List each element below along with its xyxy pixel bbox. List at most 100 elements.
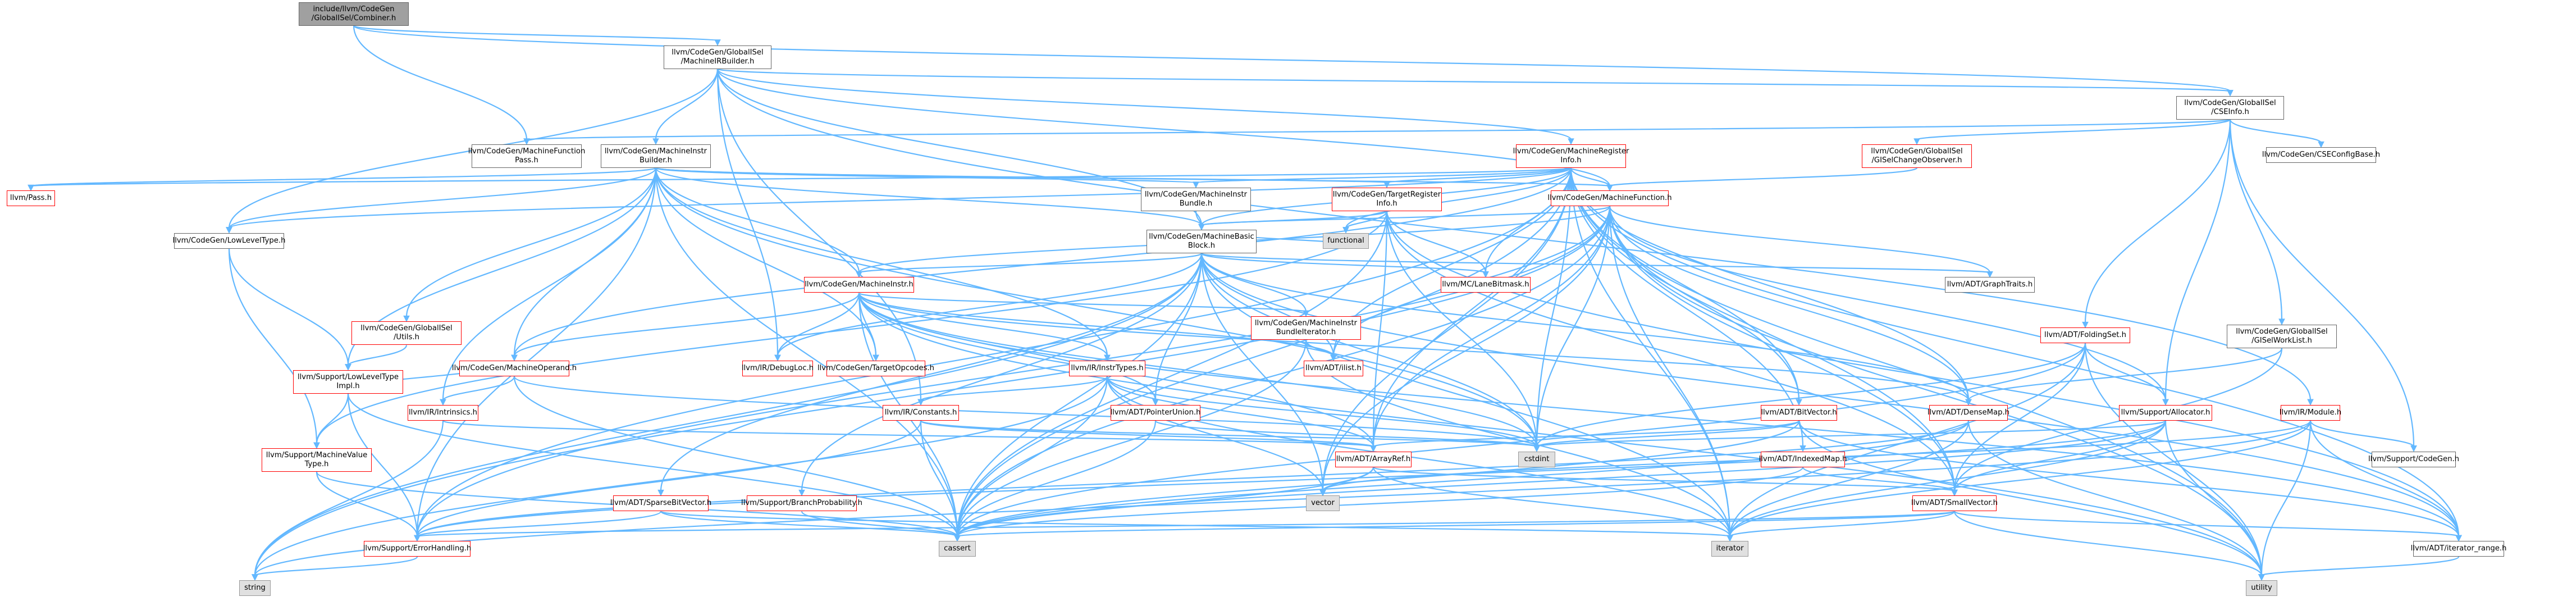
node-bit-vector-h[interactable]: llvm/ADT/BitVector.h <box>1761 404 1837 421</box>
edge-mo-to-cassert <box>513 376 958 537</box>
node-low-level-type-impl-h[interactable]: llvm/Support/LowLevelType Impl.h <box>293 370 403 394</box>
node-sparse-bit-vector-h[interactable]: llvm/ADT/SparseBitVector.h <box>610 495 711 512</box>
edge-tri-to-functional <box>1345 211 1388 229</box>
node-cstdint[interactable]: cstdint <box>1518 451 1555 467</box>
node-array-ref-h[interactable]: llvm/ADT/ArrayRef.h <box>1335 451 1412 467</box>
node-utility[interactable]: utility <box>2246 580 2277 596</box>
edge-allocator-to-cstdint <box>1536 420 2167 448</box>
node-dense-map-h[interactable]: llvm/ADT/DenseMap.h <box>1928 404 2009 421</box>
node-lane-bitmask-h[interactable]: llvm/MC/LaneBitmask.h <box>1441 277 1531 293</box>
edge-csei-to-gco <box>1916 119 2231 140</box>
node-indexed-map-h[interactable]: llvm/ADT/IndexedMap.h <box>1759 451 1847 467</box>
node-machine-function-h[interactable]: llvm/CodeGen/MachineFunction.h <box>1547 190 1672 207</box>
edge-densemap-to-errhandling <box>416 420 1970 537</box>
node-machine-instr-h[interactable]: llvm/CodeGen/MachineInstr.h <box>804 277 914 293</box>
edge-mf-to-cassert <box>956 206 1611 537</box>
edge-mri-to-tri <box>1386 167 1572 184</box>
node-folding-set-h[interactable]: llvm/ADT/FoldingSet.h <box>2040 327 2130 344</box>
edge-arrowhead <box>440 399 446 406</box>
edge-arrowhead <box>2455 535 2462 542</box>
node-branch-probability-h[interactable]: llvm/Support/BranchProbability.h <box>741 495 862 512</box>
edge-mri-to-errhandling <box>416 167 1572 537</box>
node-support-codegen-h[interactable]: llvm/Support/CodeGen.h <box>2368 451 2459 467</box>
node-instr-types-h[interactable]: llvm/IR/InstrTypes.h <box>1069 361 1145 377</box>
node-pointer-union-h[interactable]: llvm/ADT/PointerUnion.h <box>1110 404 1201 421</box>
node-vector[interactable]: vector <box>1306 495 1340 512</box>
edge-densemap-to-iterator <box>1729 420 1970 537</box>
edge-arrowhead <box>1319 489 1326 497</box>
node-machine-ir-builder-h[interactable]: llvm/CodeGen/GlobalISel /MachineIRBuilde… <box>664 45 771 69</box>
edge-irmodule-to-utility <box>2260 420 2312 576</box>
node-machine-instr-builder-h[interactable]: llvm/CodeGen/MachineInstr Builder.h <box>601 144 711 168</box>
edge-mbb-to-graphtraits <box>1200 253 1991 274</box>
edge-mbb-to-string <box>254 253 1203 576</box>
edge-arrowhead <box>774 354 781 362</box>
edge-branchprob-to-cassert <box>801 511 958 538</box>
node-cse-config-base-h[interactable]: llvm/CodeGen/CSEConfigBase.h <box>2262 147 2380 163</box>
edge-arrowhead <box>1533 445 1540 452</box>
edge-arrowhead <box>2307 399 2314 406</box>
edge-bitvector-to-utility <box>1798 420 2263 576</box>
node-allocator-h[interactable]: llvm/Support/Allocator.h <box>2119 404 2212 421</box>
edge-allocator-to-iterator <box>1729 420 2167 537</box>
node-cse-info-h[interactable]: llvm/CodeGen/GlobalISel /CSEInfo.h <box>2176 95 2284 120</box>
edge-sparsebv-to-cassert <box>660 511 958 538</box>
node-machine-basic-block-h[interactable]: llvm/CodeGen/MachineBasic Block.h <box>1147 230 1257 254</box>
node-gisel-work-list-h[interactable]: llvm/CodeGen/GlobalISel /GISelWorkList.h <box>2227 324 2337 348</box>
node-iterator-range-h[interactable]: llvm/ADT/iterator_range.h <box>2411 541 2506 557</box>
node-cassert[interactable]: cassert <box>939 541 976 557</box>
edge-arrowhead <box>1303 310 1309 317</box>
edge-mf-to-cstdint <box>1536 206 1611 447</box>
node-globalisel-utils-h[interactable]: llvm/CodeGen/GlobalISel /Utils.h <box>351 321 462 345</box>
node-functional[interactable]: functional <box>1323 233 1369 249</box>
node-constants-h[interactable]: llvm/IR/Constants.h <box>883 404 959 421</box>
edge-mib-to-cassert <box>655 167 958 537</box>
node-ir-module-h[interactable]: llvm/IR/Module.h <box>2280 404 2341 421</box>
edge-mbb-to-branchprob <box>801 253 1203 491</box>
node-machine-value-type-h[interactable]: llvm/Support/MachineValue Type.h <box>262 448 372 472</box>
node-machine-function-pass-h[interactable]: llvm/CodeGen/MachineFunction Pass.h <box>468 144 585 168</box>
edge-mirb-to-constants <box>716 69 922 400</box>
edge-arrowhead <box>1796 399 1802 406</box>
node-graph-traits-h[interactable]: llvm/ADT/GraphTraits.h <box>1945 277 2035 293</box>
node-target-register-info-h[interactable]: llvm/CodeGen/TargetRegister Info.h <box>1332 187 1442 211</box>
edge-allocator-to-utility <box>2164 420 2263 576</box>
node-small-vector-h[interactable]: llvm/ADT/SmallVector.h <box>1911 495 1998 512</box>
node-target-opcodes-h[interactable]: llvm/CodeGen/TargetOpcodes.h <box>817 361 934 377</box>
edge-mf-to-allocator <box>1609 206 2167 400</box>
node-pass-h[interactable]: llvm/Pass.h <box>7 190 55 207</box>
node-debug-loc-h[interactable]: llvm/IR/DebugLoc.h <box>742 361 814 377</box>
node-intrinsics-h[interactable]: llvm/IR/Intrinsics.h <box>408 404 478 421</box>
edge-arrowhead <box>1370 445 1377 452</box>
node-gisel-change-observer-h[interactable]: llvm/CodeGen/GlobalISel /GISelChangeObse… <box>1862 144 1972 168</box>
edge-arrowhead <box>414 535 421 542</box>
node-error-handling-h[interactable]: llvm/Support/ErrorHandling.h <box>363 541 471 557</box>
edge-mf-to-densemap <box>1609 206 1970 400</box>
node-iterator[interactable]: iterator <box>1711 541 1748 557</box>
edge-llt-to-lltimpl <box>228 248 349 366</box>
edge-mib-to-intrinsics <box>442 167 657 400</box>
node-machine-register-info-h[interactable]: llvm/CodeGen/MachineRegister Info.h <box>1513 144 1629 168</box>
edge-mib-to-gisutils <box>405 167 657 317</box>
edge-irmodule-to-string <box>254 420 2312 576</box>
node-machine-instr-bundle-iterator-h[interactable]: llvm/CodeGen/MachineInstr BundleIterator… <box>1251 316 1361 340</box>
edge-arrowhead <box>652 138 659 145</box>
node-low-level-type-h[interactable]: llvm/CodeGen/LowLevelType.h <box>173 233 285 249</box>
node-string[interactable]: string <box>239 580 271 596</box>
node-ilist-h[interactable]: llvm/ADT/ilist.h <box>1304 361 1363 377</box>
edge-arrowhead <box>226 227 232 234</box>
edge-mib-to-pass <box>30 167 657 187</box>
node-combiner-h[interactable]: include/llvm/CodeGen /GlobalISel/Combine… <box>299 2 409 26</box>
edge-constants-to-cassert <box>920 420 958 537</box>
edge-arrowhead <box>954 535 961 542</box>
edge-irmodule-to-iterator <box>1729 420 2312 537</box>
edge-tri-to-lanebm <box>1386 211 1487 273</box>
edge-mib-to-errhandling <box>416 167 657 537</box>
edge-arrowhead <box>1568 138 1574 145</box>
edge-mf-to-bitvector <box>1609 206 1800 400</box>
edge-arrowhead <box>873 354 879 362</box>
edge-arrayref-to-vector <box>1322 467 1374 491</box>
node-machine-instr-bundle-h[interactable]: llvm/CodeGen/MachineInstr Bundle.h <box>1141 187 1251 211</box>
node-machine-operand-h[interactable]: llvm/CodeGen/MachineOperand.h <box>452 361 577 377</box>
edge-mri-to-llt <box>228 167 1572 229</box>
